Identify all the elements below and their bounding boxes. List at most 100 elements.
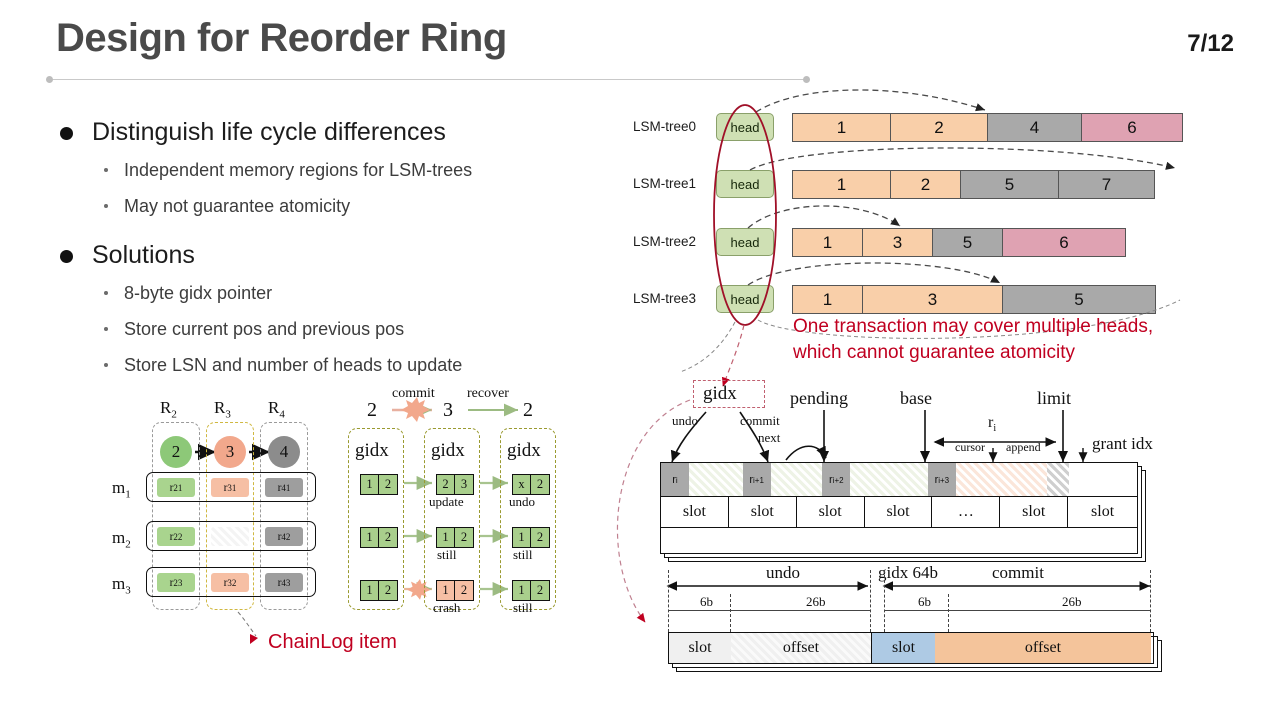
slot-cell-ellipsis: …	[932, 497, 1001, 527]
lsm-seg: 4	[988, 114, 1082, 141]
gidx-caption: update	[429, 494, 464, 509]
gidx-caption: still	[513, 600, 533, 615]
bullet-2-child-3-label: Store LSN and number of heads to update	[124, 355, 463, 375]
chainlog-col-header-1: R2	[160, 398, 177, 421]
slot-cell: slot	[1000, 497, 1069, 527]
ring-gap-append	[955, 463, 1048, 497]
base-label: base	[900, 388, 932, 408]
ring-free-space	[1069, 463, 1138, 497]
commit-next-arrow	[739, 411, 770, 463]
gidx-title-1: gidx	[355, 440, 389, 461]
chainlog-leader-arrow	[250, 634, 258, 644]
bullet-2-child-2: Store current pos and previous pos	[104, 319, 405, 340]
gidx-pointer-arrow	[721, 324, 745, 387]
head-pointer-arrow-0	[755, 89, 986, 113]
bullet-dot-icon	[60, 127, 73, 140]
chainlog-col-header-3: R4	[268, 398, 285, 421]
lsm-seg: 2	[891, 171, 961, 198]
gidx-title-2: gidx	[431, 440, 465, 461]
pending-label: pending	[790, 388, 848, 408]
chainlog-row-3	[146, 567, 316, 597]
lsm-seg: 6	[1082, 114, 1182, 141]
bit-label-3: 6b	[918, 594, 931, 609]
gidx-caption: still	[437, 547, 457, 562]
bullet-1-label: Distinguish life cycle differences	[92, 118, 446, 146]
gidx64-divider-mid2	[884, 570, 885, 632]
page-title: Design for Reorder Ring	[56, 16, 507, 60]
cursor-label: cursor	[955, 440, 985, 454]
lsm-tree-3-bar: 1 3 5	[792, 285, 1156, 314]
gidx64-pointer-arrow	[616, 399, 691, 623]
lsm-seg: 5	[1003, 286, 1155, 313]
gidx-title-3: gidx	[507, 440, 541, 461]
bullet-2-child-1: 8-byte gidx pointer	[104, 283, 273, 304]
gidx64-divider-undo-mid	[730, 594, 731, 662]
lsm-seg: 5	[933, 229, 1003, 256]
commit-label: commit	[740, 413, 780, 428]
sub-bullet-dot-icon	[104, 291, 108, 295]
state-mid: 3	[443, 399, 453, 421]
chainlog-leader	[237, 611, 257, 637]
next-curve-arrow	[785, 445, 827, 461]
gidx64-field-commit-slot: slot	[871, 633, 935, 663]
lsm-seg: 2	[891, 114, 988, 141]
slot-cell: slot	[865, 497, 933, 527]
chainlog-circle-1: 2	[160, 436, 192, 468]
bullet-2-child-1-label: 8-byte gidx pointer	[124, 283, 273, 303]
crash-burst-icon	[401, 397, 430, 422]
bullet-1-child-2-label: May not guarantee atomicity	[124, 196, 351, 216]
ring-limit-marker	[1047, 463, 1070, 497]
gidx64-field-undo-offset: offset	[731, 633, 871, 663]
bullet-2-label: Solutions	[92, 241, 195, 269]
gidx64-title: gidx 64b	[878, 563, 938, 582]
ring-gap	[850, 463, 928, 497]
lsm-seg: 1	[793, 114, 891, 141]
limit-label: limit	[1037, 388, 1072, 408]
lsm-tree-3-label: LSM-tree3	[633, 291, 697, 306]
bullet-2-child-2-label: Store current pos and previous pos	[124, 319, 405, 339]
bullet-1-child-1-label: Independent memory regions for LSM-trees	[124, 160, 473, 180]
lsm-tree-2-bar: 1 3 5 6	[792, 228, 1126, 257]
bullet-dot-icon	[60, 250, 73, 263]
gidx-label: gidx	[703, 383, 737, 404]
append-label: append	[1006, 440, 1041, 454]
bullet-2-child-3: Store LSN and number of heads to update	[104, 355, 463, 376]
chainlog-row-label-1: m1	[112, 478, 131, 501]
lsm-seg: 6	[1003, 229, 1125, 256]
sub-bullet-dot-icon	[104, 363, 108, 367]
undo-bit-bracket	[668, 610, 870, 611]
ring-gap	[688, 463, 743, 497]
grant-idx-label: grant idx	[1092, 434, 1153, 453]
commit-group-label: commit	[992, 563, 1044, 582]
lsm-tree-0-bar: 1 2 4 6	[792, 113, 1183, 142]
lsm-seg: 7	[1059, 171, 1154, 198]
lsm-seg: 3	[863, 229, 933, 256]
lsm-seg: 3	[863, 286, 1003, 313]
state-before: 2	[367, 399, 377, 421]
chainlog-circle-3: 4	[268, 436, 300, 468]
chainlog-caption: ChainLog item	[268, 631, 397, 653]
chainlog-row-label-2: m2	[112, 528, 131, 551]
warning-text: One transaction may cover multiple heads…	[793, 314, 1153, 366]
slot-cell: slot	[729, 497, 797, 527]
ring-slot-row: slot slot slot slot … slot slot	[660, 496, 1138, 528]
next-label: next	[758, 430, 781, 445]
undo-arrow	[670, 411, 707, 463]
lsm-tree-1-head: head	[716, 170, 774, 198]
gidx64-bar: slot offset slot offset	[668, 632, 1154, 664]
lsm-tree-2-label: LSM-tree2	[633, 234, 697, 249]
lsm-seg: 5	[961, 171, 1059, 198]
